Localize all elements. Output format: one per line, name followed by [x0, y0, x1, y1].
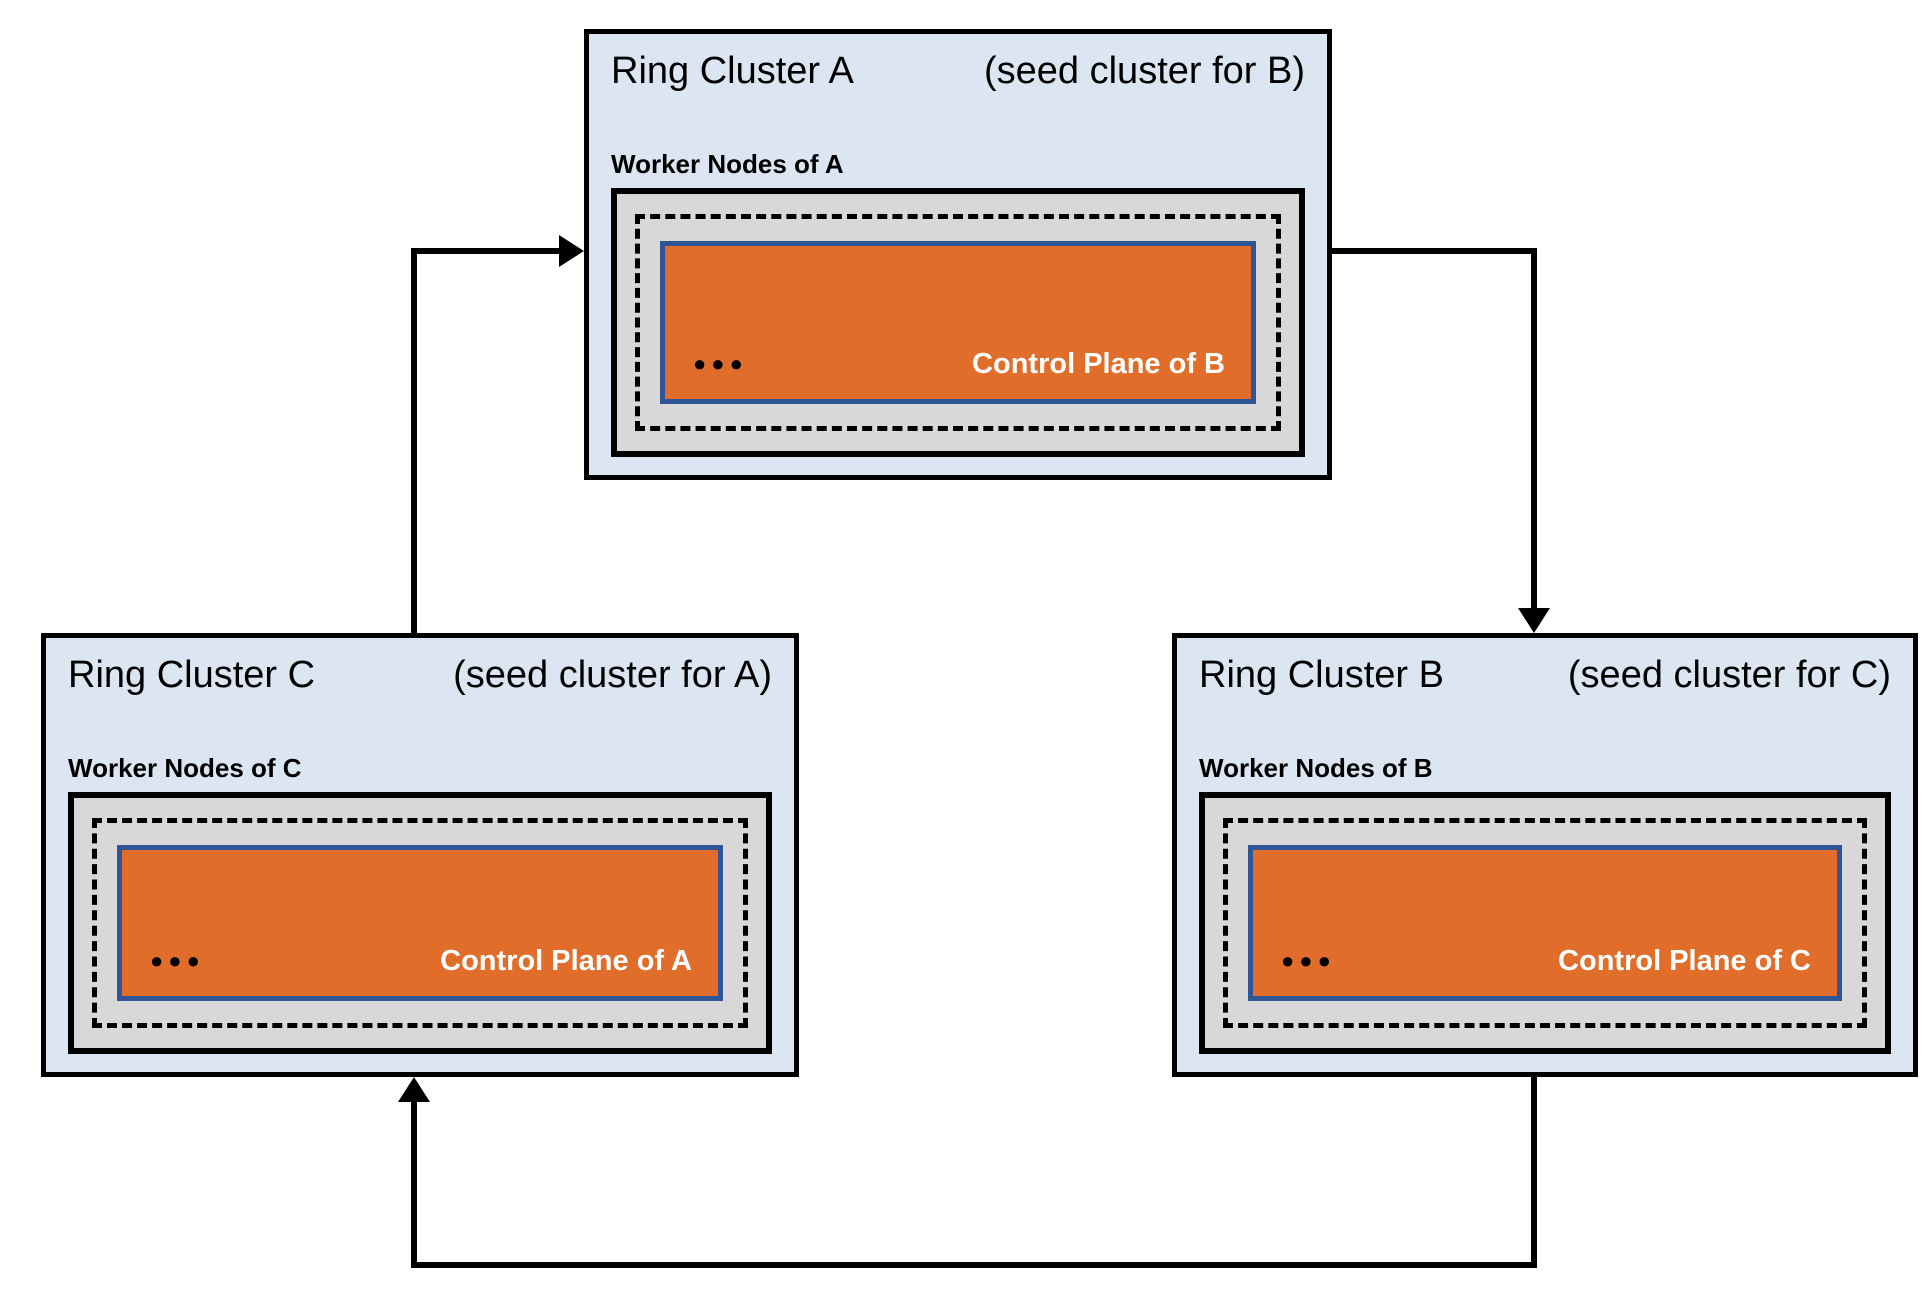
control-plane-of-a-label: Control Plane of A: [440, 945, 692, 978]
worker-nodes-of-b-label: Worker Nodes of B: [1199, 752, 1433, 783]
control-plane-of-c-label: Control Plane of C: [1558, 945, 1811, 978]
cluster-c-subtitle: (seed cluster for A): [453, 654, 772, 696]
cluster-box-b: Ring Cluster B (seed cluster for C) Work…: [1172, 633, 1918, 1077]
worker-nodes-of-c-box: ●●● Control Plane of A: [68, 792, 772, 1054]
cluster-a-title: Ring Cluster A: [611, 50, 854, 92]
dashed-boundary-c: ●●● Control Plane of A: [92, 818, 748, 1028]
ellipsis-dots-icon: ●●●: [1281, 948, 1336, 973]
arrowhead-down-icon: [1518, 608, 1550, 633]
connector-a-to-b-vertical-line: [1531, 248, 1537, 609]
cluster-a-subtitle: (seed cluster for B): [984, 50, 1305, 92]
dashed-boundary-b: ●●● Control Plane of C: [1223, 818, 1867, 1028]
connector-b-to-c-vertical-line: [1531, 1077, 1537, 1268]
control-plane-of-c-box: ●●● Control Plane of C: [1248, 845, 1842, 1001]
worker-nodes-of-a-box: ●●● Control Plane of B: [611, 188, 1305, 457]
cluster-c-title-row: Ring Cluster C (seed cluster for A): [68, 652, 772, 700]
connector-a-to-b-horizontal-line: [1332, 248, 1537, 254]
ellipsis-dots-icon: ●●●: [150, 948, 205, 973]
arrowhead-up-icon: [398, 1077, 430, 1102]
connector-b-to-c-rising-line: [411, 1100, 417, 1268]
worker-nodes-of-b-box: ●●● Control Plane of C: [1199, 792, 1891, 1054]
cluster-c-title: Ring Cluster C: [68, 654, 316, 696]
connector-c-to-a-vertical-line: [411, 248, 417, 633]
control-plane-of-b-label: Control Plane of B: [972, 348, 1225, 381]
cluster-a-title-row: Ring Cluster A (seed cluster for B): [611, 48, 1305, 96]
control-plane-of-a-box: ●●● Control Plane of A: [117, 845, 723, 1001]
worker-nodes-of-c-label: Worker Nodes of C: [68, 752, 302, 783]
cluster-b-subtitle: (seed cluster for C): [1567, 654, 1891, 696]
cluster-box-c: Ring Cluster C (seed cluster for A) Work…: [41, 633, 799, 1077]
cluster-box-a: Ring Cluster A (seed cluster for B) Work…: [584, 29, 1332, 480]
cluster-b-title: Ring Cluster B: [1199, 654, 1444, 696]
connector-b-to-c-horizontal-line: [411, 1262, 1537, 1268]
worker-nodes-of-a-label: Worker Nodes of A: [611, 148, 844, 179]
arrowhead-right-icon: [559, 235, 584, 267]
ellipsis-dots-icon: ●●●: [693, 351, 748, 376]
dashed-boundary-a: ●●● Control Plane of B: [635, 214, 1281, 431]
control-plane-of-b-box: ●●● Control Plane of B: [660, 241, 1256, 404]
connector-c-to-a-horizontal-line: [411, 248, 559, 254]
cluster-b-title-row: Ring Cluster B (seed cluster for C): [1199, 652, 1891, 700]
